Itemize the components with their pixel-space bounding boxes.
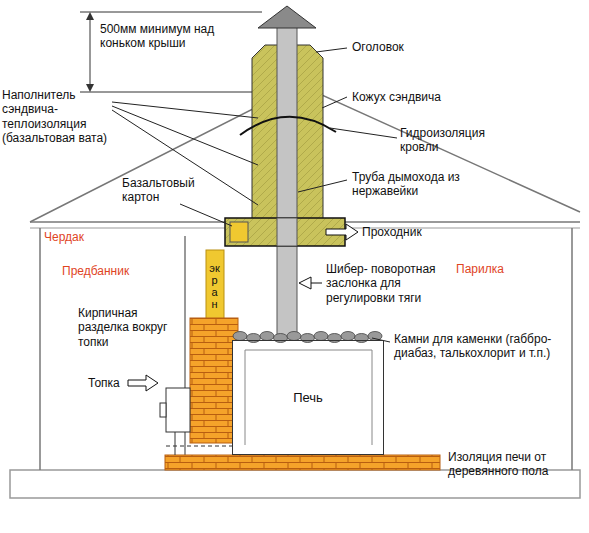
- stainless-pipe: [277, 218, 297, 246]
- part-label: Базальтовый картон: [122, 176, 198, 205]
- stove-body: [232, 340, 384, 455]
- dimension-line: [80, 12, 262, 13]
- part-label: Кожух сэндвича: [352, 90, 482, 104]
- part-label: Кирпичная разделка вокруг топки: [78, 306, 186, 349]
- damper-mark: [299, 277, 311, 289]
- part-label: Топка: [88, 376, 128, 390]
- part-label: Труба дымохода из нержавейки: [352, 170, 482, 199]
- room-label: Парилка: [456, 262, 546, 276]
- dimension-label: 500мм минимум над коньком крыши: [100, 22, 250, 51]
- wall: [39, 228, 41, 470]
- floor-insulation: [165, 455, 440, 470]
- dimension-line: [90, 14, 91, 90]
- part-label: Оголовок: [352, 40, 462, 54]
- wall: [571, 228, 573, 470]
- stainless-pipe: [277, 26, 297, 342]
- firebox-floor: [166, 446, 232, 447]
- part-label: Гидроизоляция кровли: [400, 126, 520, 155]
- door-handle: [160, 403, 166, 417]
- stove-box: Печь: [232, 340, 384, 455]
- hollow-arrow: [326, 224, 358, 240]
- room-label: Предбанник: [62, 264, 162, 278]
- part-label: Камни для каменки (габбро-диабаз, талько…: [394, 332, 584, 361]
- firebox-leg: [175, 432, 176, 455]
- brick-lining: [190, 318, 238, 443]
- part-label: Шибер- поворотная заслонка для регулиров…: [326, 262, 456, 305]
- stove-edge: [372, 350, 373, 445]
- room-label: Чердак: [44, 230, 114, 244]
- chimney-cap: [258, 6, 316, 28]
- firebox-door: [166, 388, 190, 432]
- dimension-arrow: [86, 12, 94, 92]
- part-label: Наполнитель сэндвича-теплоизоляция (база…: [2, 88, 114, 146]
- roof-waterproofing: [240, 117, 336, 135]
- part-label: Изоляция печи от деревянного пола: [448, 450, 583, 479]
- damper-mark: [311, 283, 322, 284]
- stove-edge: [245, 350, 246, 445]
- stove-label: Печь: [293, 390, 323, 405]
- screen-label: экран: [209, 262, 220, 310]
- part-label: Проходник: [362, 225, 452, 239]
- hollow-arrow: [128, 375, 158, 391]
- stove-edge: [245, 350, 372, 351]
- basalt-board: [230, 222, 248, 242]
